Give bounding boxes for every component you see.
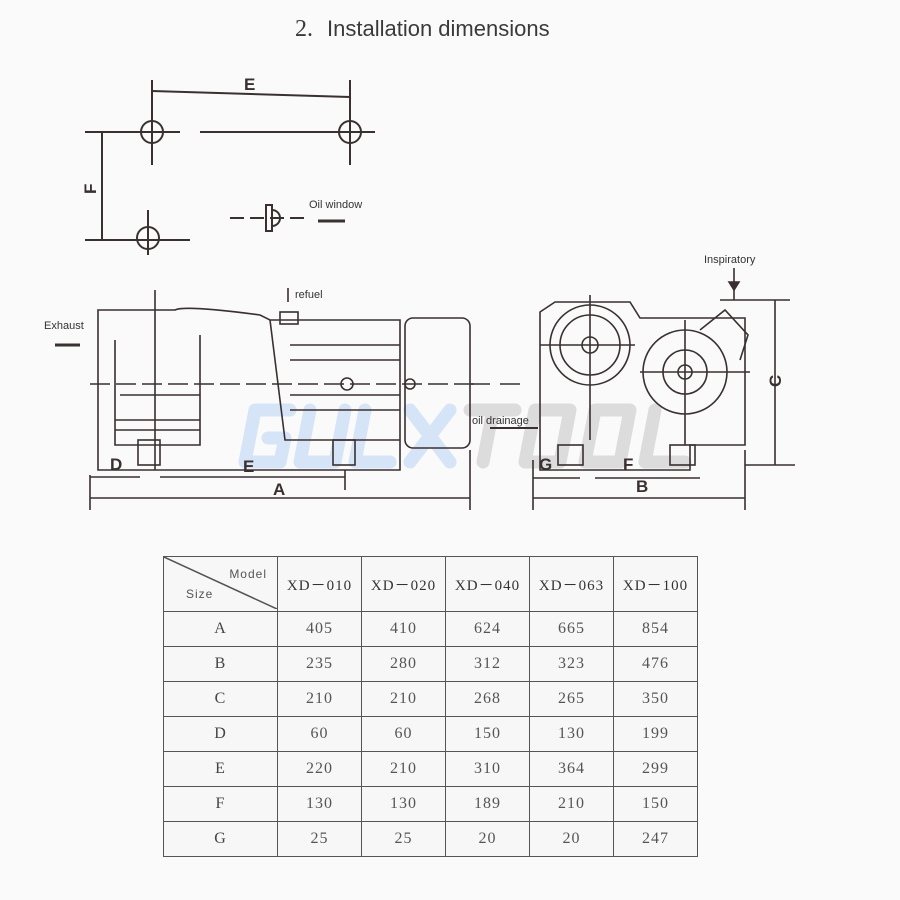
dimension-cell: 364	[529, 751, 614, 787]
model-column-header: XD－010	[277, 556, 362, 612]
dimension-b: B	[636, 477, 648, 496]
dimension-cell: 268	[445, 681, 530, 717]
section-title: 2. Installation dimensions	[295, 16, 550, 43]
oil-window-label: Oil window	[309, 199, 362, 211]
dimension-cell: 405	[277, 611, 362, 647]
model-column-header: XD－100	[613, 556, 698, 612]
dimension-cell: 323	[529, 646, 614, 682]
dimension-cell: 60	[361, 716, 446, 752]
dimension-cell: 235	[277, 646, 362, 682]
dimension-cell: 210	[277, 681, 362, 717]
exhaust-label: Exhaust	[44, 320, 84, 332]
dimension-e-plan: E	[244, 75, 255, 94]
dimension-e-side: E	[243, 457, 254, 476]
dimension-f-end: F	[623, 455, 633, 474]
size-label: C	[163, 681, 278, 717]
inspiratory-label: Inspiratory	[704, 254, 756, 266]
size-header: Size	[186, 587, 214, 601]
section-title-text: Installation dimensions	[327, 16, 550, 41]
dimension-cell: 854	[613, 611, 698, 647]
size-label: E	[163, 751, 278, 787]
dimension-cell: 665	[529, 611, 614, 647]
dimension-g: G	[539, 455, 552, 474]
dimension-cell: 130	[529, 716, 614, 752]
dimensions-table: Model Size XD－010 XD－020 XD－040 XD－063 X…	[163, 556, 698, 857]
dimension-cell: 476	[613, 646, 698, 682]
dimension-cell: 210	[361, 751, 446, 787]
corner-header: Model Size	[163, 556, 278, 612]
model-column-header: XD－063	[529, 556, 614, 612]
dimension-cell: 60	[277, 716, 362, 752]
dimension-cell: 130	[277, 786, 362, 822]
dimension-cell: 624	[445, 611, 530, 647]
dimension-cell: 189	[445, 786, 530, 822]
size-label: B	[163, 646, 278, 682]
section-number: 2.	[295, 16, 313, 42]
dimension-cell: 350	[613, 681, 698, 717]
installation-drawing: E F Oil window D E A refuel Exhaust	[44, 75, 795, 510]
table-header-row: Model Size XD－010 XD－020 XD－040 XD－063 X…	[163, 556, 698, 612]
dimension-cell: 210	[529, 786, 614, 822]
dimension-d: D	[110, 455, 122, 474]
mounting-hole-plan	[85, 80, 375, 255]
dimension-cell: 210	[361, 681, 446, 717]
dimension-cell: 247	[613, 821, 698, 857]
dimension-cell: 312	[445, 646, 530, 682]
dimension-cell: 265	[529, 681, 614, 717]
pump-side-view	[55, 288, 480, 510]
dimension-cell: 20	[529, 821, 614, 857]
dimension-cell: 220	[277, 751, 362, 787]
size-label: A	[163, 611, 278, 647]
model-column-header: XD－020	[361, 556, 446, 612]
dimension-cell: 20	[445, 821, 530, 857]
watermark-graphic	[238, 403, 692, 469]
dimension-cell: 150	[445, 716, 530, 752]
model-column-header: XD－040	[445, 556, 530, 612]
dimension-cell: 199	[613, 716, 698, 752]
dimension-cell: 150	[613, 786, 698, 822]
pump-end-view	[470, 268, 795, 510]
dimension-cell: 130	[361, 786, 446, 822]
refuel-label: refuel	[295, 289, 323, 301]
dimension-cell: 280	[361, 646, 446, 682]
size-label: F	[163, 786, 278, 822]
dimension-c: C	[766, 375, 785, 387]
dimension-cell: 25	[361, 821, 446, 857]
dimension-f-plan: F	[81, 184, 100, 194]
dimension-cell: 310	[445, 751, 530, 787]
dimension-cell: 299	[613, 751, 698, 787]
size-label: D	[163, 716, 278, 752]
dimension-a: A	[273, 480, 285, 499]
size-label: G	[163, 821, 278, 857]
dimension-cell: 410	[361, 611, 446, 647]
model-header: Model	[229, 567, 267, 581]
dimension-cell: 25	[277, 821, 362, 857]
oil-drainage-label: oil drainage	[472, 415, 529, 427]
